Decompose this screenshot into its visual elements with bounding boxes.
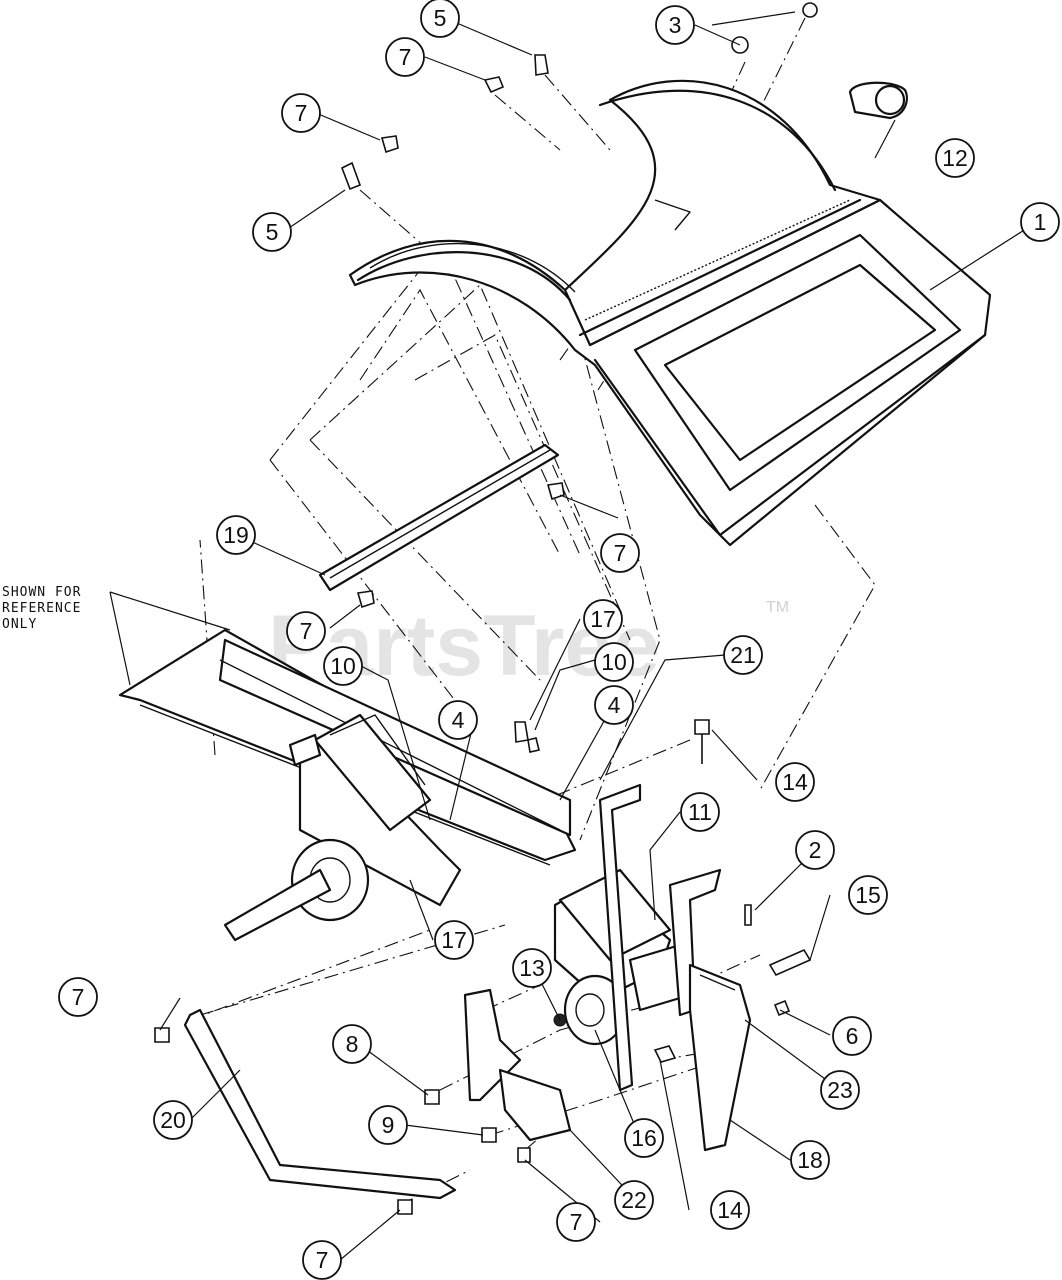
callout-label: 21 bbox=[730, 642, 756, 668]
watermark-trademark: TM bbox=[766, 599, 789, 616]
depth-bar-part bbox=[183, 1008, 457, 1200]
callout-11[interactable]: 11 bbox=[680, 792, 720, 832]
callout-22[interactable]: 22 bbox=[614, 1180, 654, 1220]
reference-note: SHOWN FOR REFERENCE ONLY bbox=[2, 585, 81, 632]
callout-label: 7 bbox=[72, 984, 85, 1010]
callout-7-c[interactable]: 7 bbox=[600, 533, 640, 573]
callout-label: 7 bbox=[399, 44, 412, 70]
callout-15[interactable]: 15 bbox=[848, 875, 888, 915]
reference-note-line-3: ONLY bbox=[2, 617, 37, 632]
callout-label: 19 bbox=[223, 522, 249, 548]
callout-label: 1 bbox=[1034, 209, 1047, 235]
callout-17-top[interactable]: 17 bbox=[583, 599, 623, 639]
callout-label: 17 bbox=[590, 606, 616, 632]
callout-label: 7 bbox=[316, 1247, 329, 1273]
callout-7-f[interactable]: 7 bbox=[556, 1202, 596, 1242]
callout-8[interactable]: 8 bbox=[332, 1024, 372, 1064]
callout-10-left[interactable]: 10 bbox=[323, 646, 363, 686]
callout-1[interactable]: 1 bbox=[1020, 202, 1060, 242]
callout-label: 16 bbox=[631, 1125, 657, 1151]
callout-label: 12 bbox=[942, 145, 968, 171]
callout-label: 17 bbox=[441, 927, 467, 953]
callout-7-e[interactable]: 7 bbox=[58, 977, 98, 1017]
reference-note-line-1: SHOWN FOR bbox=[2, 585, 81, 600]
callout-label: 7 bbox=[300, 618, 313, 644]
callout-label: 7 bbox=[570, 1209, 583, 1235]
callout-16[interactable]: 16 bbox=[624, 1118, 664, 1158]
callout-3[interactable]: 3 bbox=[655, 5, 695, 45]
callout-label: 20 bbox=[160, 1107, 186, 1133]
callout-5-top[interactable]: 5 bbox=[420, 0, 460, 38]
callout-17-bottom[interactable]: 17 bbox=[434, 920, 474, 960]
callout-19[interactable]: 19 bbox=[216, 515, 256, 555]
callout-6[interactable]: 6 bbox=[832, 1016, 872, 1056]
left-bracket-part bbox=[463, 988, 572, 1142]
callout-label: 4 bbox=[608, 692, 621, 718]
flap-strip-part bbox=[318, 443, 560, 592]
callout-7-d[interactable]: 7 bbox=[286, 611, 326, 651]
callout-label: 6 bbox=[846, 1023, 859, 1049]
transmission-assembly bbox=[223, 713, 462, 942]
callout-9[interactable]: 9 bbox=[368, 1105, 408, 1145]
callout-label: 14 bbox=[717, 1197, 743, 1223]
callout-label: 2 bbox=[809, 837, 822, 863]
callout-label: 14 bbox=[782, 769, 808, 795]
callout-7-a[interactable]: 7 bbox=[385, 37, 425, 77]
side-plate-part bbox=[688, 963, 752, 1152]
callout-label: 10 bbox=[601, 649, 627, 675]
tine-shield-part bbox=[348, 79, 992, 547]
callout-14-bottom[interactable]: 14 bbox=[710, 1190, 750, 1230]
callout-label: 22 bbox=[621, 1187, 647, 1213]
callout-20[interactable]: 20 bbox=[153, 1100, 193, 1140]
callout-label: 18 bbox=[797, 1147, 823, 1173]
bracket-part bbox=[668, 868, 722, 1017]
callout-12[interactable]: 12 bbox=[935, 138, 975, 178]
callout-label: 8 bbox=[346, 1031, 359, 1057]
callout-18[interactable]: 18 bbox=[790, 1140, 830, 1180]
callout-5-left[interactable]: 5 bbox=[252, 212, 292, 252]
callout-label: 15 bbox=[855, 882, 881, 908]
callout-14-top[interactable]: 14 bbox=[775, 762, 815, 802]
callout-21[interactable]: 21 bbox=[723, 635, 763, 675]
shield-grip-part bbox=[848, 81, 908, 120]
callout-label: 5 bbox=[434, 5, 447, 31]
callout-4-left[interactable]: 4 bbox=[438, 700, 478, 740]
callout-label: 10 bbox=[330, 653, 356, 679]
callout-2[interactable]: 2 bbox=[795, 830, 835, 870]
callout-13[interactable]: 13 bbox=[512, 948, 552, 988]
callout-23[interactable]: 23 bbox=[820, 1070, 860, 1110]
callout-label: 7 bbox=[614, 540, 627, 566]
callout-label: 5 bbox=[266, 219, 279, 245]
callout-label: 3 bbox=[669, 12, 682, 38]
callout-7-g[interactable]: 7 bbox=[302, 1240, 342, 1280]
callout-10-right[interactable]: 10 bbox=[594, 642, 634, 682]
callout-label: 13 bbox=[519, 955, 545, 981]
reference-note-line-2: REFERENCE bbox=[2, 601, 81, 616]
callout-label: 9 bbox=[382, 1112, 395, 1138]
callout-label: 7 bbox=[295, 100, 308, 126]
callout-4-right[interactable]: 4 bbox=[594, 685, 634, 725]
callout-label: 11 bbox=[688, 799, 712, 825]
callout-label: 23 bbox=[827, 1077, 853, 1103]
callout-7-b[interactable]: 7 bbox=[281, 93, 321, 133]
callout-label: 4 bbox=[452, 707, 465, 733]
